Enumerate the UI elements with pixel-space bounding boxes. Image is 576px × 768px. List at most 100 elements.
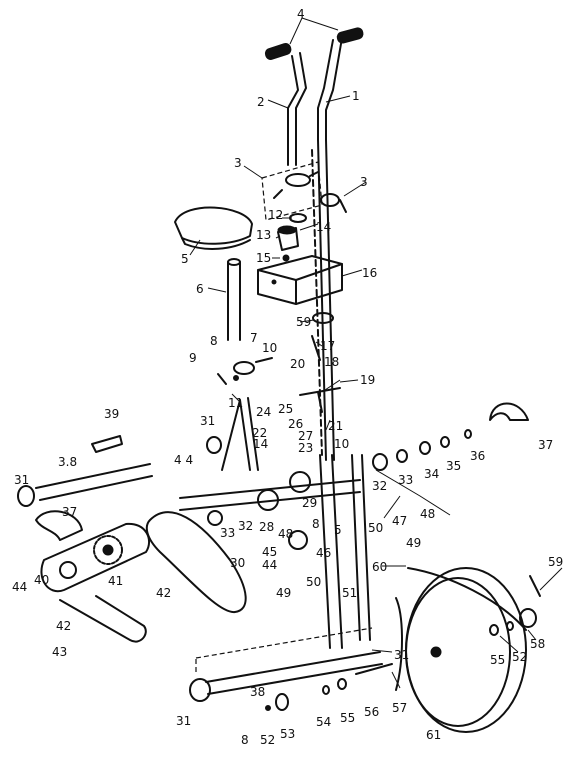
- axle-pin: [265, 705, 271, 711]
- callout-48: 48: [420, 507, 435, 521]
- chain-guard-left: [40, 522, 151, 593]
- flywheel-rim: [405, 577, 511, 727]
- callout-31: 31: [200, 414, 215, 428]
- callout-42: 42: [156, 586, 171, 600]
- callout-29: 29: [302, 496, 317, 510]
- callout-44: 44: [262, 558, 277, 572]
- callout-2: 2: [257, 95, 265, 109]
- callout-24: 24: [256, 405, 271, 419]
- end-cap: [17, 485, 35, 507]
- callout-36: 36: [470, 449, 485, 463]
- callout-33: 33: [220, 526, 235, 540]
- bracket: [91, 435, 123, 453]
- callout-42: 42: [56, 619, 71, 633]
- seat-clamp-bolts: [217, 357, 273, 385]
- axle-spacer-bottom: [322, 685, 330, 695]
- left-end-cover: [35, 510, 83, 541]
- tension-bracket: [299, 387, 341, 413]
- axle-spacer: [419, 441, 431, 455]
- flywheel-washer: [489, 624, 499, 636]
- callout-14: 14: [316, 220, 331, 234]
- callout-59: 59: [296, 315, 311, 329]
- callout-53: 53: [280, 727, 295, 741]
- axle-washer: [396, 449, 408, 463]
- callout-labels: 1 2 3 3 4 5 6 7 8 8 8 9 10 10 11 12 13 1…: [12, 7, 563, 747]
- callout-37: 37: [538, 438, 553, 452]
- seat-clamp: [233, 361, 255, 375]
- callout-8: 8: [210, 334, 218, 348]
- callout-44: 4 4: [174, 453, 193, 467]
- callout-43: 43: [52, 645, 67, 659]
- clamp-right: [320, 193, 340, 207]
- callout-10: 10: [262, 341, 277, 355]
- console-edges: [257, 263, 343, 305]
- left-grip: [264, 43, 292, 60]
- callout-56: 56: [364, 705, 379, 719]
- left-handlebar: [287, 55, 299, 166]
- guard-hole: [59, 561, 77, 579]
- axle-clip: [464, 429, 472, 439]
- callout-44: 44: [12, 580, 27, 594]
- callout-28: 28: [259, 520, 274, 534]
- leader-lines: [189, 17, 563, 689]
- main-frame-tube: [179, 479, 361, 511]
- flywheel-bearing: [519, 608, 537, 628]
- callout-10: 10: [334, 437, 349, 451]
- callout-38: 3.8: [58, 455, 77, 469]
- callout-12: 12: [268, 208, 283, 222]
- bearing: [207, 510, 223, 526]
- right-handlebar: [317, 39, 334, 141]
- seat: [174, 206, 253, 245]
- callout-31: 31: [394, 648, 409, 662]
- callout-32: 32: [372, 479, 387, 493]
- axle-bushing: [337, 678, 347, 690]
- sprocket: [93, 535, 123, 565]
- callout-46: 46: [316, 546, 331, 560]
- front-fork-right: [351, 454, 371, 641]
- callout-52: 52: [260, 733, 275, 747]
- chain-guard-lower: [59, 595, 147, 643]
- axle-cap: [275, 693, 289, 711]
- callout-5: 5: [334, 523, 342, 537]
- callout-6: 6: [196, 282, 204, 296]
- callout-35: 35: [446, 459, 461, 473]
- callout-60: 60: [372, 560, 387, 574]
- callout-16: 16: [362, 266, 377, 280]
- callout-17: 17: [320, 339, 335, 353]
- left-handlebar-edge: [295, 52, 307, 166]
- callout-21: 21: [328, 419, 343, 433]
- callout-25: 25: [278, 402, 293, 416]
- right-end-cover: [489, 402, 529, 421]
- callout-55: 55: [340, 711, 355, 725]
- callout-51: 51: [342, 586, 357, 600]
- callout-40: 40: [34, 573, 49, 587]
- console-hole: [271, 279, 277, 285]
- front-fork: [319, 454, 343, 649]
- stabilizer-cap: [189, 678, 211, 702]
- idler-wheel: [288, 530, 308, 550]
- callout-7: 7: [250, 331, 258, 345]
- callout-14: 14: [253, 437, 268, 451]
- nut: [282, 254, 290, 262]
- callout-20: 20: [290, 357, 305, 371]
- callout-8: 8: [241, 733, 249, 747]
- callout-49: 49: [276, 586, 291, 600]
- callout-50: 50: [368, 521, 383, 535]
- callout-61: 61: [426, 728, 441, 742]
- bumper: [206, 436, 222, 454]
- flywheel-hub: [430, 646, 442, 658]
- callout-54: 54: [316, 715, 331, 729]
- right-grip: [336, 27, 364, 44]
- callout-3: 3: [234, 156, 242, 170]
- axle-bolt: [355, 663, 393, 675]
- console: [257, 255, 343, 305]
- callout-59: 59: [548, 555, 563, 569]
- idler-pulley: [289, 471, 311, 493]
- callout-5: 5: [181, 252, 189, 266]
- callout-27: 27: [298, 429, 313, 443]
- upright-post: [317, 139, 335, 461]
- callout-11: 11: [228, 396, 243, 410]
- callout-19: 19: [360, 373, 375, 387]
- stabilizer-guide: [195, 627, 373, 672]
